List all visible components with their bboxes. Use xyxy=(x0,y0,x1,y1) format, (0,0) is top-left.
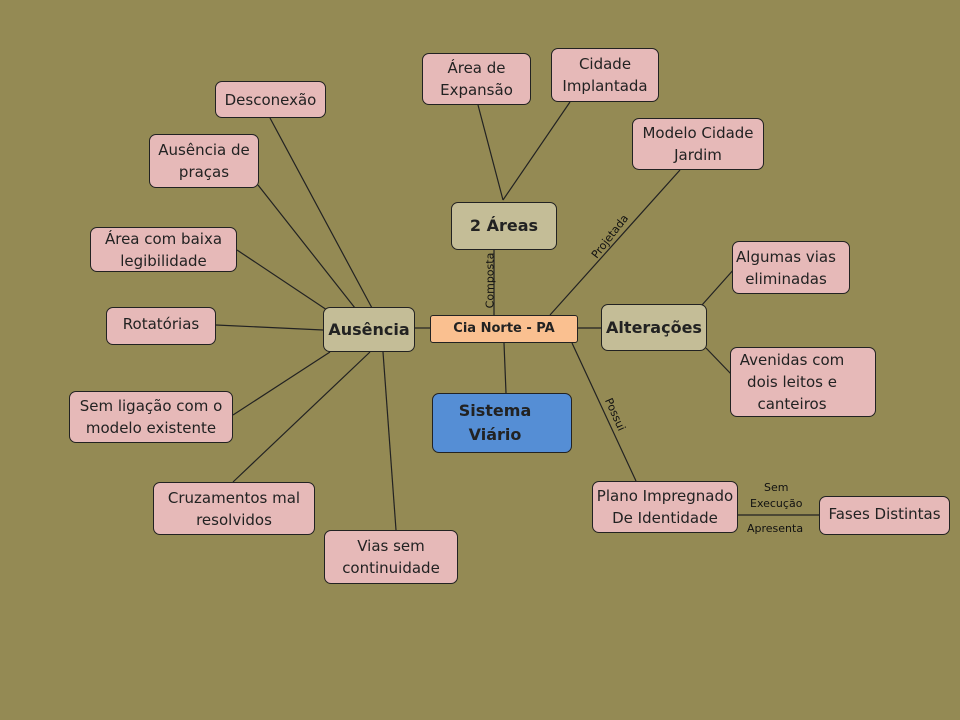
hub-alteracoes: Alterações xyxy=(601,304,707,351)
leaf-ausencia-pracas: Ausência de praças xyxy=(149,134,259,188)
leaf-vias-elim-line-2: eliminadas xyxy=(745,269,827,288)
line-center-modelo xyxy=(549,169,681,316)
line-areas-implantada xyxy=(502,101,571,201)
line-ausencia-ligacao xyxy=(232,351,331,416)
leaf-plano-line-2: De Identidade xyxy=(612,509,718,527)
leaf-modelo-cidade-jardim: Modelo Cidade Jardim xyxy=(632,118,764,170)
line-alteracoes-vias xyxy=(701,267,736,306)
line-areas-expansao xyxy=(477,104,504,201)
leaf-vias-line-1: Vias sem xyxy=(357,537,425,555)
sistema-line-1: Sistema xyxy=(458,401,532,420)
leaf-cruzamentos-line-1: Cruzamentos mal xyxy=(167,488,301,507)
leaf-cruzamentos: Cruzamentos mal resolvidos xyxy=(153,482,315,535)
line-ausencia-vias xyxy=(382,351,397,531)
leaf-avenidas-line-3: canteiros xyxy=(757,395,827,413)
line-ausencia-pracas xyxy=(257,184,356,309)
line-ausencia-rotatorias xyxy=(215,324,324,331)
hub-ausencia-label: Ausência xyxy=(328,319,410,339)
leaf-legibilidade-line-1: Área com baixa xyxy=(104,229,223,248)
leaf-cruzamentos-line-2: resolvidos xyxy=(196,510,272,529)
leaf-legibilidade-line-2: legibilidade xyxy=(120,251,207,270)
leaf-desconexao: Desconexão xyxy=(215,81,326,118)
leaf-pracas-line-1: Ausência de xyxy=(158,141,250,159)
edge-label-composta: Composta xyxy=(483,252,497,309)
leaf-desconexao-label: Desconexão xyxy=(224,90,317,109)
edge-label-execucao: Execução xyxy=(750,497,803,510)
line-center-sistema xyxy=(503,342,507,394)
edge-label-apresenta: Apresenta xyxy=(747,522,804,535)
hub-areas-label: 2 Áreas xyxy=(469,216,539,235)
leaf-modelo-line-2: Jardim xyxy=(674,146,722,164)
leaf-fases-label: Fases Distintas xyxy=(828,505,941,523)
leaf-vias-line-2: continuidade xyxy=(342,559,440,577)
leaf-vias-sem-continuidade: Vias sem continuidade xyxy=(324,530,458,584)
leaf-expansao-line-2: Expansão xyxy=(440,81,513,99)
line-ausencia-desconexao xyxy=(269,117,373,309)
leaf-ligacao-line-1: Sem ligação com o xyxy=(79,397,223,415)
leaf-avenidas: Avenidas com dois leitos e canteiros xyxy=(730,347,876,417)
leaf-implantada-line-1: Cidade xyxy=(578,55,632,73)
edge-label-sem: Sem xyxy=(764,481,789,494)
line-ausencia-cruzamentos xyxy=(232,351,371,483)
hub-ausencia: Ausência xyxy=(323,307,415,352)
line-alteracoes-avenidas xyxy=(705,347,733,376)
line-center-plano xyxy=(571,342,637,482)
leaf-ligacao-line-2: modelo existente xyxy=(85,419,217,437)
leaf-fases-distintas: Fases Distintas xyxy=(819,496,950,535)
leaf-algumas-vias: Algumas vias eliminadas xyxy=(732,241,850,294)
hub-alteracoes-label: Alterações xyxy=(606,317,702,337)
center-node: Cia Norte - PA xyxy=(430,315,578,343)
leaf-plano-identidade: Plano Impregnado De Identidade xyxy=(592,481,738,533)
leaf-vias-elim-line-1: Algumas vias xyxy=(736,247,836,266)
leaf-avenidas-line-2: dois leitos e xyxy=(747,373,837,391)
leaf-plano-line-1: Plano Impregnado xyxy=(596,487,734,505)
leaf-area-expansao: Área de Expansão xyxy=(422,53,531,105)
leaf-cidade-implantada: Cidade Implantada xyxy=(551,48,659,102)
leaf-avenidas-line-1: Avenidas com xyxy=(739,351,845,369)
leaf-rotatorias: Rotatórias xyxy=(106,307,216,345)
line-ausencia-legibilidade xyxy=(236,249,331,313)
leaf-rotatorias-label: Rotatórias xyxy=(122,315,200,333)
leaf-modelo-line-1: Modelo Cidade xyxy=(642,124,754,142)
hub-areas: 2 Áreas xyxy=(451,202,557,250)
sistema-line-2: Viário xyxy=(468,425,522,444)
leaf-sem-ligacao: Sem ligação com o modelo existente xyxy=(69,391,233,443)
center-label: Cia Norte - PA xyxy=(453,321,555,336)
leaf-pracas-line-2: praças xyxy=(178,163,230,181)
sistema-viario-node: Sistema Viário xyxy=(432,393,572,453)
leaf-area-baixa-legibilidade: Área com baixa legibilidade xyxy=(90,227,237,272)
leaf-implantada-line-2: Implantada xyxy=(562,77,648,95)
leaf-expansao-line-1: Área de xyxy=(447,59,506,77)
